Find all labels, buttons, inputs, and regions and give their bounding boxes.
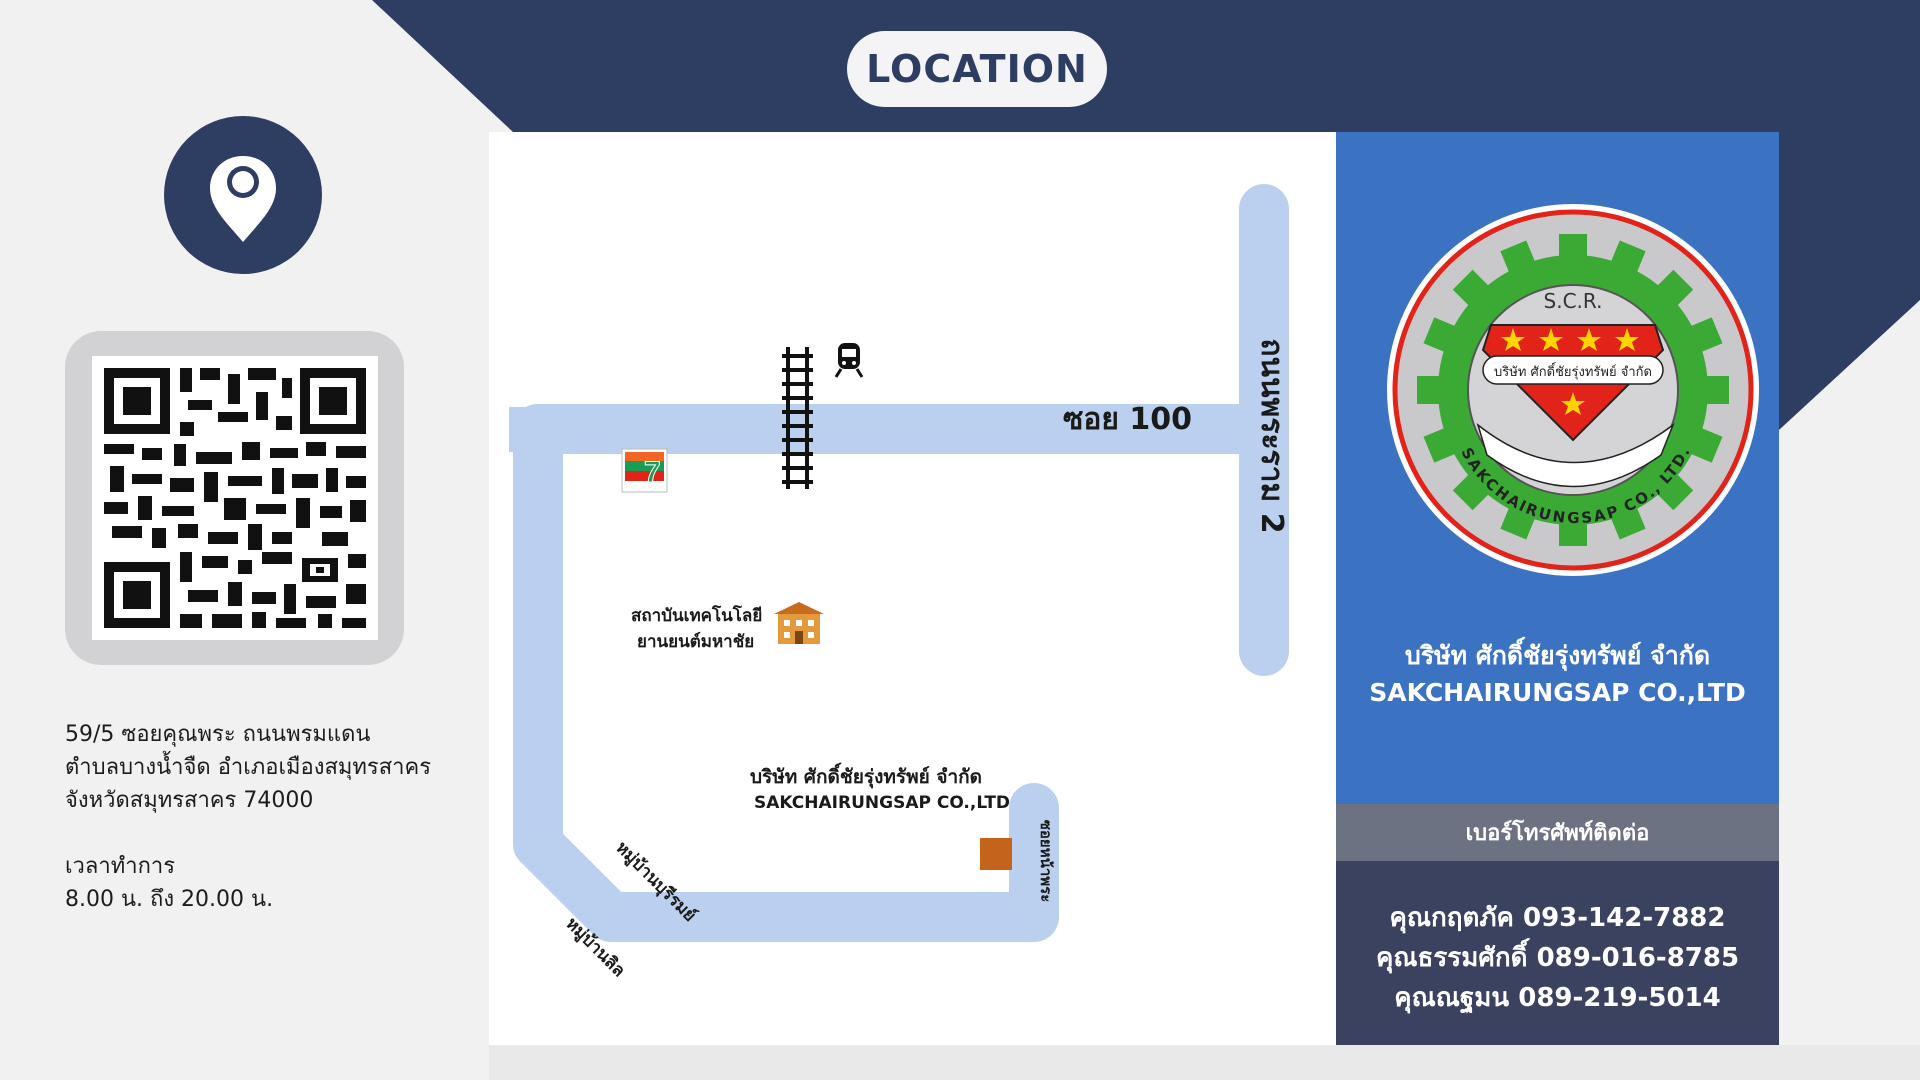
rama2-road-label: ถนนพระราม 2: [1254, 338, 1289, 534]
hours-value: 8.00 น. ถึง 20.00 น.: [65, 887, 274, 912]
contact-phone-2[interactable]: คุณธรรมศักดิ์ 089-016-8785: [1375, 943, 1740, 973]
railway-track-icon: [782, 347, 813, 489]
svg-text:7: 7: [644, 456, 661, 489]
building-icon: [774, 602, 824, 644]
contact-phone-3[interactable]: คุณณฐมน 089-219-5014: [1394, 983, 1721, 1013]
institute-label-line-2: ยานยนต์มหาชัย: [637, 632, 755, 652]
map-area: 7 ซอย 100 ถนนพระราม 2 สถาบันเทคโนโลยี ยา…: [489, 132, 1336, 1045]
qr-code-icon[interactable]: [92, 356, 378, 640]
destination-marker-icon: [980, 838, 1012, 870]
page-title: LOCATION: [847, 31, 1107, 107]
address-line-1: 59/5 ซอยคุณพระ ถนนพรมแดน: [65, 722, 371, 747]
company-name-en: SAKCHAIRUNGSAP CO.,LTD: [1369, 678, 1746, 707]
hours-label: เวลาทำการ: [65, 854, 176, 879]
contact-phone-1[interactable]: คุณกฤตภัค 093-142-7882: [1389, 903, 1726, 933]
bottom-strip: [489, 1045, 1920, 1080]
company-logo: S.C.R. บริษัท ศักดิ์ชัยรุ่งทรัพย์ จำกัด …: [1387, 204, 1759, 576]
address-block: 59/5 ซอยคุณพระ ถนนพรมแดน ตำบลบางน้ำจืด อ…: [65, 718, 465, 916]
company-name-th: บริษัท ศักดิ์ชัยรุ่งทรัพย์ จำกัด: [1404, 641, 1711, 670]
location-pin-icon: [164, 116, 322, 274]
train-icon: [834, 343, 864, 378]
address-line-3: จังหวัดสมุทรสาคร 74000: [65, 788, 314, 813]
road-network: 7: [509, 184, 1289, 942]
institute-label-line-1: สถาบันเทคโนโลยี: [631, 606, 763, 626]
map-company-label-en: SAKCHAIRUNGSAP CO.,LTD: [754, 793, 1011, 813]
logo-abbrev: S.C.R.: [1544, 289, 1603, 313]
contact-header: เบอร์โทรศัพท์ติดต่อ: [1336, 804, 1779, 861]
logo-band-text: บริษัท ศักดิ์ชัยรุ่งทรัพย์ จำกัด: [1494, 362, 1652, 380]
address-line-2: ตำบลบางน้ำจืด อำเภอเมืองสมุทรสาคร: [65, 755, 432, 780]
seven-eleven-icon: 7: [621, 448, 668, 493]
map-company-label-th: บริษัท ศักดิ์ชัยรุ่งทรัพย์ จำกัด: [750, 766, 982, 788]
soi-100-label: ซอย 100: [1063, 402, 1193, 437]
soi-right-label: ซอยหน้าพระ: [1037, 819, 1055, 903]
contact-body: [1336, 861, 1779, 1045]
